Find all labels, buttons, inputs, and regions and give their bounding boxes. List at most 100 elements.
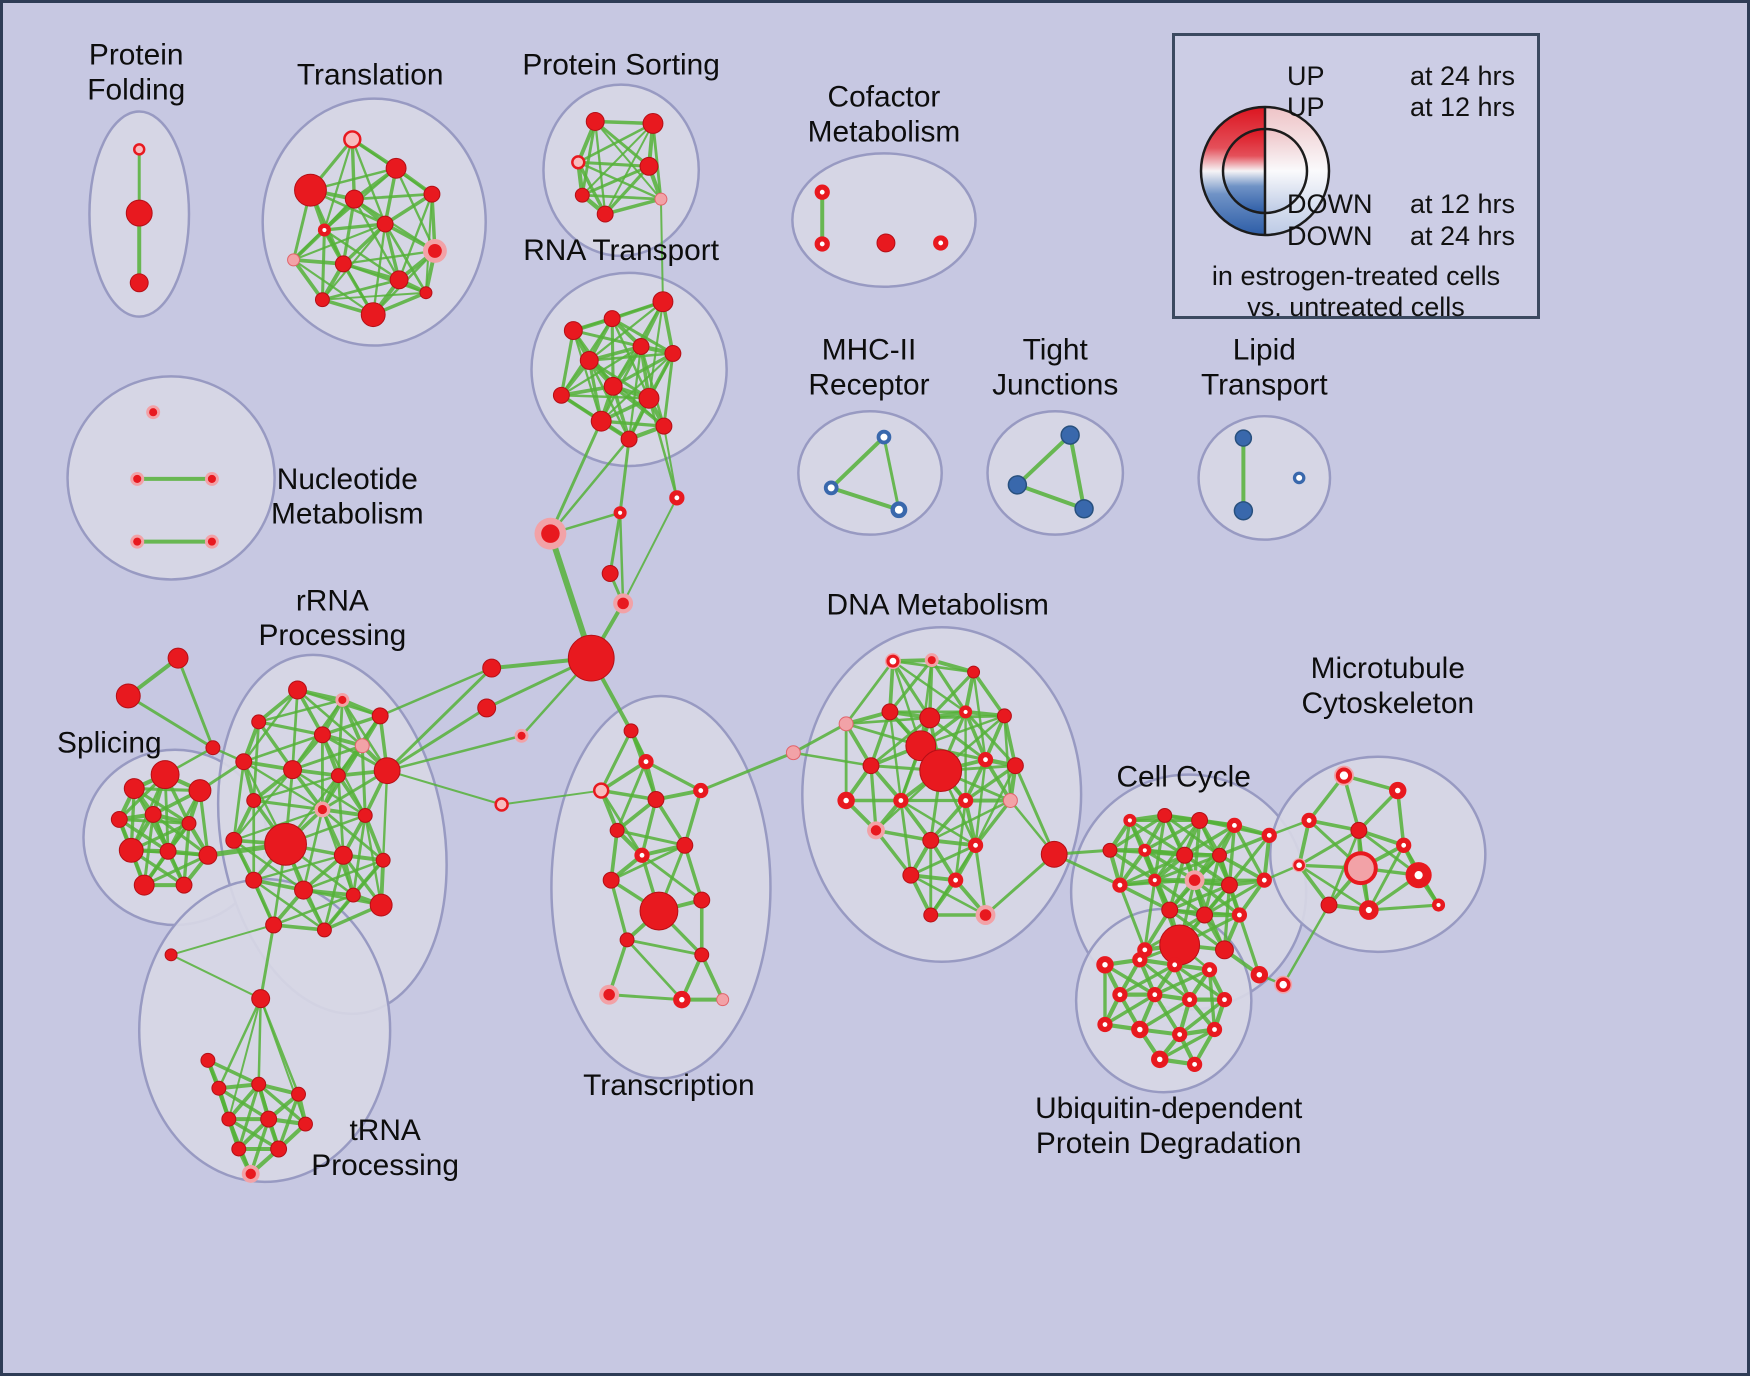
cluster-dna-metabolism xyxy=(801,626,1083,964)
node-ring xyxy=(1226,817,1243,834)
node-red xyxy=(294,880,313,900)
network-edge xyxy=(882,435,901,512)
network-edge xyxy=(644,760,703,793)
legend-row-down-12: DOWN at 12 hrs xyxy=(1287,190,1515,218)
network-edge xyxy=(829,485,901,512)
legend-direction: DOWN xyxy=(1287,189,1373,219)
node-red xyxy=(251,989,271,1009)
network-edge xyxy=(599,419,666,428)
network-edge xyxy=(594,120,662,201)
node-red xyxy=(647,791,665,808)
node-halo xyxy=(314,801,331,818)
network-edge xyxy=(1367,903,1441,912)
network-edge xyxy=(929,799,1012,842)
network-edge xyxy=(599,789,644,857)
node-halo xyxy=(1184,870,1205,891)
legend-row-down-24: DOWN at 24 hrs xyxy=(1287,222,1515,250)
network-edge xyxy=(1182,823,1237,857)
node-red xyxy=(623,723,639,739)
network-edge xyxy=(320,228,326,302)
network-edge xyxy=(604,122,654,216)
node-blue xyxy=(1234,429,1253,447)
network-edge xyxy=(1143,878,1157,952)
node-red xyxy=(246,793,262,808)
network-edge xyxy=(888,658,934,714)
node-red xyxy=(876,233,896,253)
network-edge xyxy=(1297,828,1361,867)
node-red xyxy=(905,730,937,762)
node-red xyxy=(552,386,570,404)
node-ring xyxy=(1396,837,1412,853)
node-ring xyxy=(1250,966,1269,984)
node-red xyxy=(419,286,433,300)
network-edge xyxy=(1395,788,1406,848)
cluster-cofactor-metabolism xyxy=(791,152,977,289)
network-edge xyxy=(142,853,210,887)
node-red xyxy=(482,658,502,678)
node-pink xyxy=(654,192,668,206)
network-edge xyxy=(257,1082,308,1126)
legend-time: at 24 hrs xyxy=(1409,61,1515,91)
network-edge xyxy=(609,843,687,882)
node-blue xyxy=(1233,501,1254,521)
network-edge xyxy=(1232,823,1266,882)
node-ring xyxy=(967,837,984,853)
node-red xyxy=(205,740,221,756)
legend-row-up-24: UP at 24 hrs xyxy=(1287,62,1515,90)
node-ring xyxy=(1148,873,1162,887)
legend-caption-line2: vs. untreated cells xyxy=(1247,292,1465,322)
network-edge xyxy=(603,164,651,216)
node-red xyxy=(373,757,401,785)
node-red xyxy=(221,1111,237,1127)
node-haloring xyxy=(1274,975,1293,994)
node-red xyxy=(198,845,218,865)
network-edge xyxy=(983,757,1013,803)
legend-direction: UP xyxy=(1287,92,1325,122)
network-edge xyxy=(1015,482,1087,511)
node-red xyxy=(1102,842,1118,858)
node-red xyxy=(1176,846,1194,864)
network-edge xyxy=(608,511,622,575)
network-edge xyxy=(1153,878,1207,917)
network-edge xyxy=(869,710,892,768)
network-edge xyxy=(930,658,968,714)
node-red xyxy=(1157,807,1173,823)
network-edge xyxy=(1153,818,1202,882)
network-edge xyxy=(226,1082,261,1122)
node-haloring xyxy=(1292,858,1307,873)
network-edge xyxy=(888,659,895,714)
network-edge xyxy=(322,222,387,232)
network-edge xyxy=(829,435,886,490)
node-red xyxy=(642,113,664,134)
node-ring xyxy=(1123,813,1137,827)
node-halo xyxy=(335,692,350,707)
network-edge xyxy=(640,853,704,902)
network-edge xyxy=(594,120,607,216)
network-edge xyxy=(1217,853,1267,882)
node-red xyxy=(125,199,153,227)
node-red xyxy=(919,749,963,793)
node-blue xyxy=(1074,499,1094,519)
network-edge xyxy=(647,397,679,500)
network-edge xyxy=(1297,818,1312,868)
node-red xyxy=(376,215,394,233)
network-edge xyxy=(397,193,434,281)
node-red xyxy=(1159,924,1201,966)
network-edge xyxy=(1177,997,1227,1037)
cluster-label-splicing: Splicing xyxy=(57,727,162,760)
node-red xyxy=(389,270,409,290)
node-blue xyxy=(1060,425,1080,445)
node-ring xyxy=(1431,898,1446,912)
network-edge xyxy=(560,394,651,400)
node-halo xyxy=(599,984,620,1005)
network-edge xyxy=(1357,788,1400,833)
network-edge xyxy=(341,698,389,772)
network-edge xyxy=(257,997,262,1086)
node-ring xyxy=(1112,877,1128,893)
legend-caption-line1: in estrogen-treated cells xyxy=(1211,261,1501,291)
network-edge xyxy=(1103,992,1157,1027)
node-ring xyxy=(1172,1026,1188,1043)
node-red xyxy=(110,810,128,828)
